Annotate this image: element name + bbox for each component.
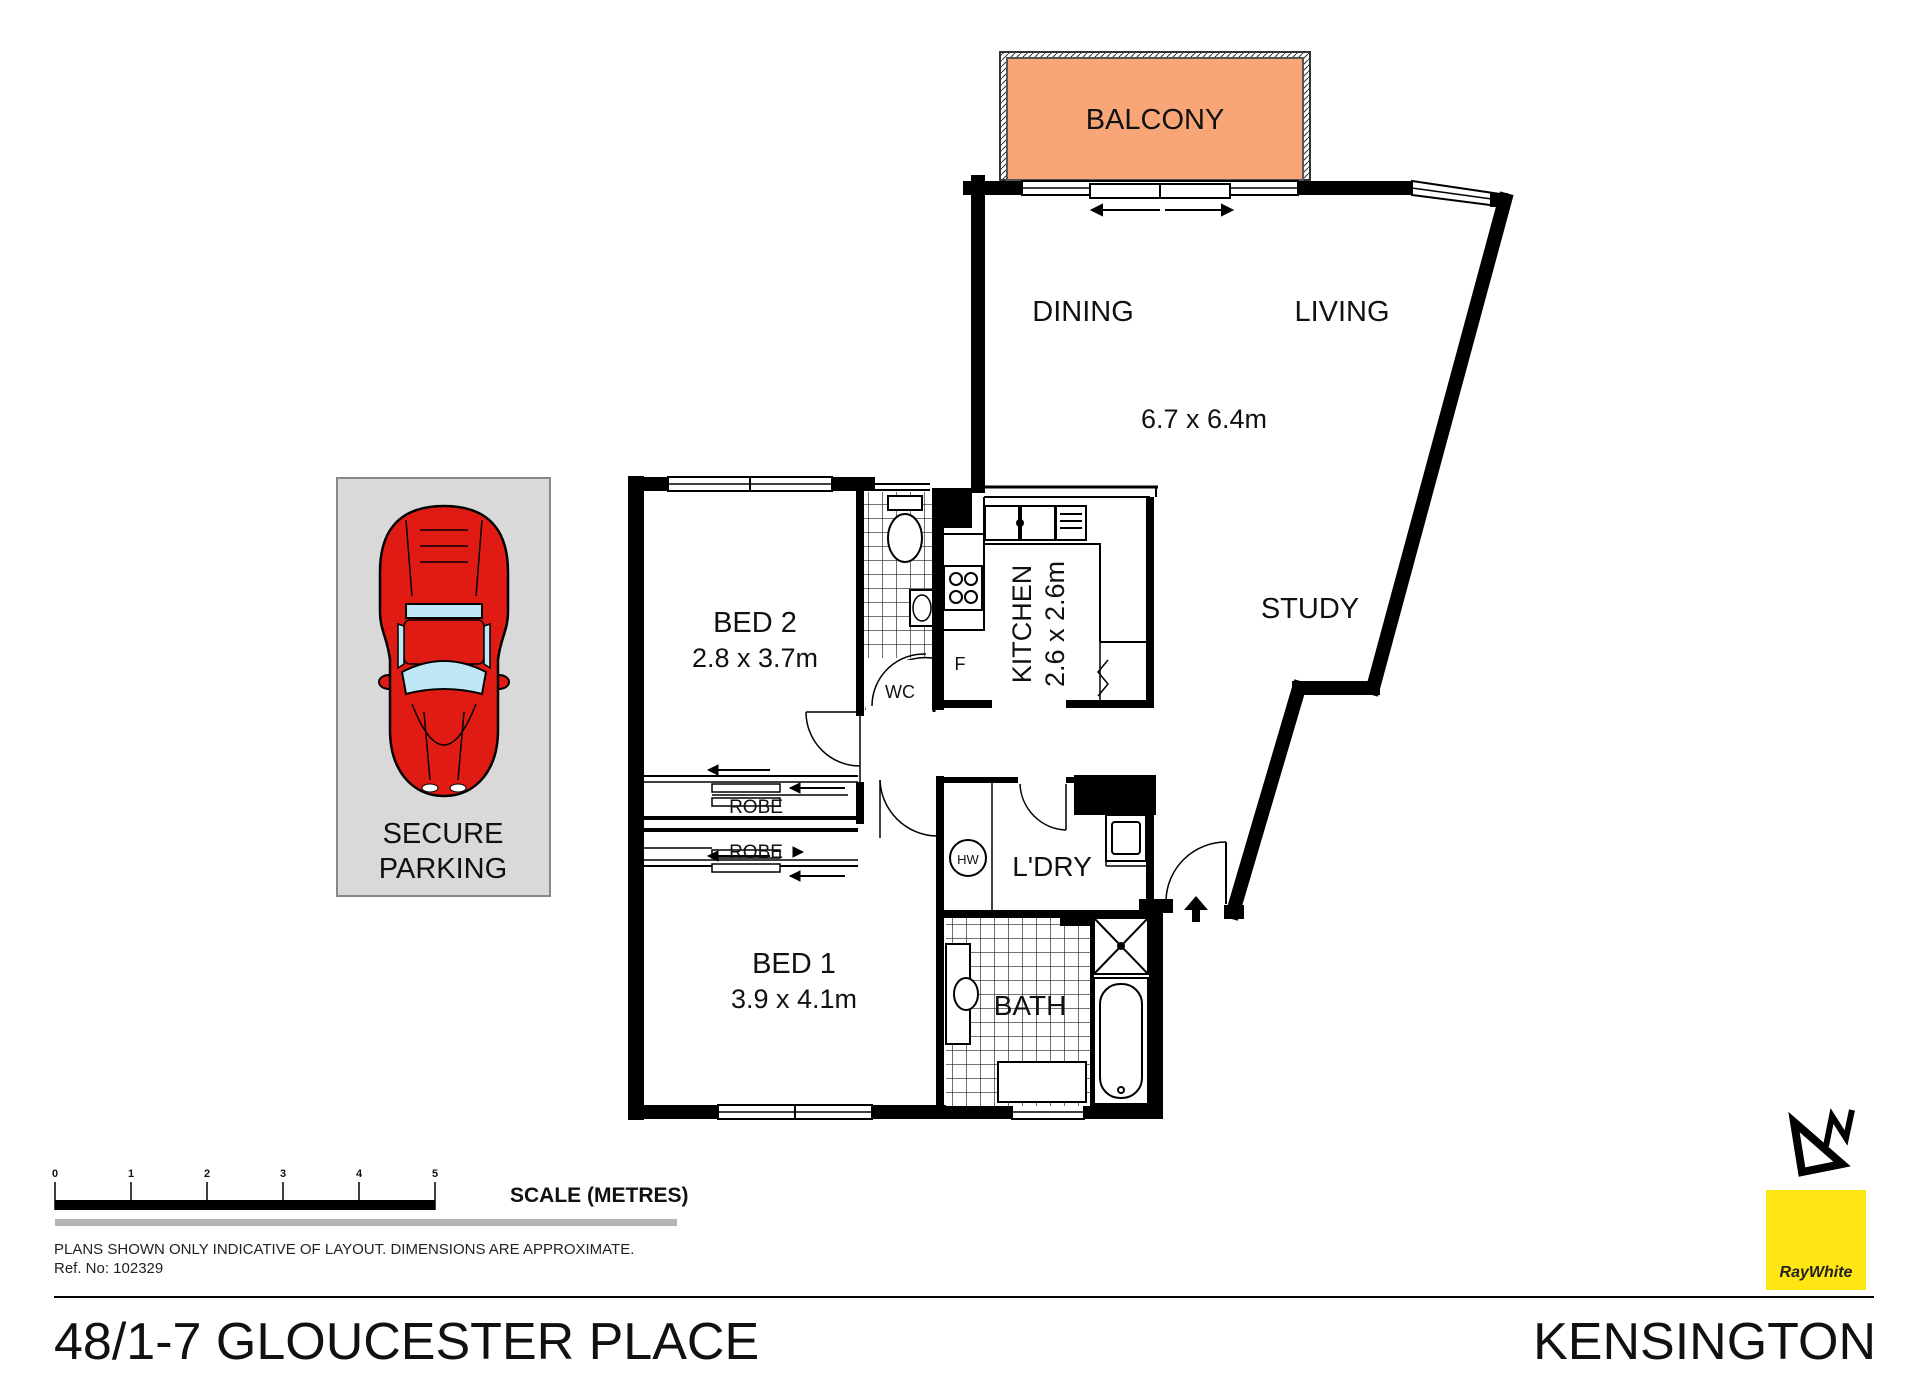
bed1-label: BED 1: [752, 948, 836, 980]
room-labels: BALCONY DINING LIVING 6.7 x 6.4m STUDY K…: [692, 104, 1390, 1021]
property-address: 48/1-7 GLOUCESTER PLACE: [54, 1313, 760, 1371]
bed2-door: [805, 711, 861, 786]
scale-tick-1: 1: [128, 1168, 134, 1180]
hot-water-icon: [949, 839, 987, 877]
scale-tick-4: 4: [356, 1168, 363, 1180]
scale-bar: 0 1 2 3 4 5: [52, 1168, 677, 1226]
bed2-label: BED 2: [713, 607, 797, 639]
entry-arrow-icon: [1184, 896, 1208, 922]
balcony-sliding-door: [1021, 180, 1299, 217]
kitchen: [936, 485, 1158, 708]
toilet-icon: [887, 495, 923, 563]
robe-upper: [640, 764, 858, 820]
bed1-dims: 3.9 x 4.1m: [731, 984, 857, 1014]
scale-tick-5: 5: [432, 1168, 438, 1180]
parking-label-line1: SECURE: [383, 818, 504, 850]
scale-tick-2: 2: [204, 1168, 210, 1180]
entry: [1148, 841, 1244, 922]
raywhite-logo: RayWhite: [1766, 1190, 1866, 1290]
sliding-door-arrow-icon: [706, 846, 845, 882]
scale-label: SCALE (METRES): [510, 1184, 689, 1207]
logo-text: RayWhite: [1780, 1264, 1853, 1281]
bed2-dims: 2.8 x 3.7m: [692, 643, 818, 673]
laundry: [936, 775, 1156, 916]
fridge-label: F: [955, 654, 966, 674]
scale-ticks: 0 1 2 3 4 5: [52, 1168, 438, 1180]
sliding-door-arrow-icon: [1089, 203, 1235, 217]
laundry-label: L'DRY: [1012, 851, 1092, 882]
living-area-walls: [963, 175, 1514, 921]
robe-lower: [640, 828, 858, 882]
bathtub-icon: [1093, 977, 1149, 1105]
basin-icon: [953, 977, 979, 1011]
property-suburb: KENSINGTON: [1533, 1313, 1876, 1371]
north-arrow-icon: [1788, 1108, 1855, 1177]
disclaimer-ref: Ref. No: 102329: [54, 1260, 164, 1277]
scale-tick-0: 0: [52, 1168, 58, 1180]
bath-label: BATH: [994, 990, 1067, 1021]
disclaimer-line1: PLANS SHOWN ONLY INDICATIVE OF LAYOUT. D…: [54, 1241, 635, 1258]
robe-upper-label: ROBE: [729, 797, 783, 818]
sink-icon: [984, 505, 1087, 541]
bed1-windows: [717, 1104, 873, 1120]
kitchen-dims: 2.6 x 2.6m: [1040, 561, 1070, 687]
living-dims: 6.7 x 6.4m: [1141, 404, 1267, 434]
bath-window: [1011, 1104, 1085, 1120]
cooktop-icon: [943, 565, 983, 611]
wc-label: WC: [885, 682, 915, 702]
kitchen-label: KITCHEN: [1007, 565, 1037, 684]
bathroom: [944, 910, 1156, 1106]
bed2-windows: [667, 476, 833, 492]
balcony: [999, 51, 1311, 181]
living-window-corner: [1411, 179, 1508, 208]
sliding-door-arrow-icon: [706, 764, 845, 794]
wc: [864, 483, 937, 712]
study-label: STUDY: [1261, 593, 1359, 625]
hot-water-label: HW: [957, 852, 979, 867]
disclaimer: PLANS SHOWN ONLY INDICATIVE OF LAYOUT. D…: [54, 1240, 634, 1278]
parking-label-line2: PARKING: [379, 853, 507, 885]
secure-parking: SECURE PARKING: [336, 477, 551, 897]
living-label: LIVING: [1294, 296, 1389, 328]
dining-label: DINING: [1032, 296, 1134, 328]
shower-icon: [1093, 917, 1149, 975]
scale-tick-3: 3: [280, 1168, 286, 1180]
balcony-label: BALCONY: [1086, 104, 1225, 136]
robe-lower-label: ROBE: [729, 842, 783, 863]
laundry-tub-icon: [1105, 814, 1147, 862]
bed1-door: [879, 779, 937, 838]
car-icon: [378, 504, 510, 798]
